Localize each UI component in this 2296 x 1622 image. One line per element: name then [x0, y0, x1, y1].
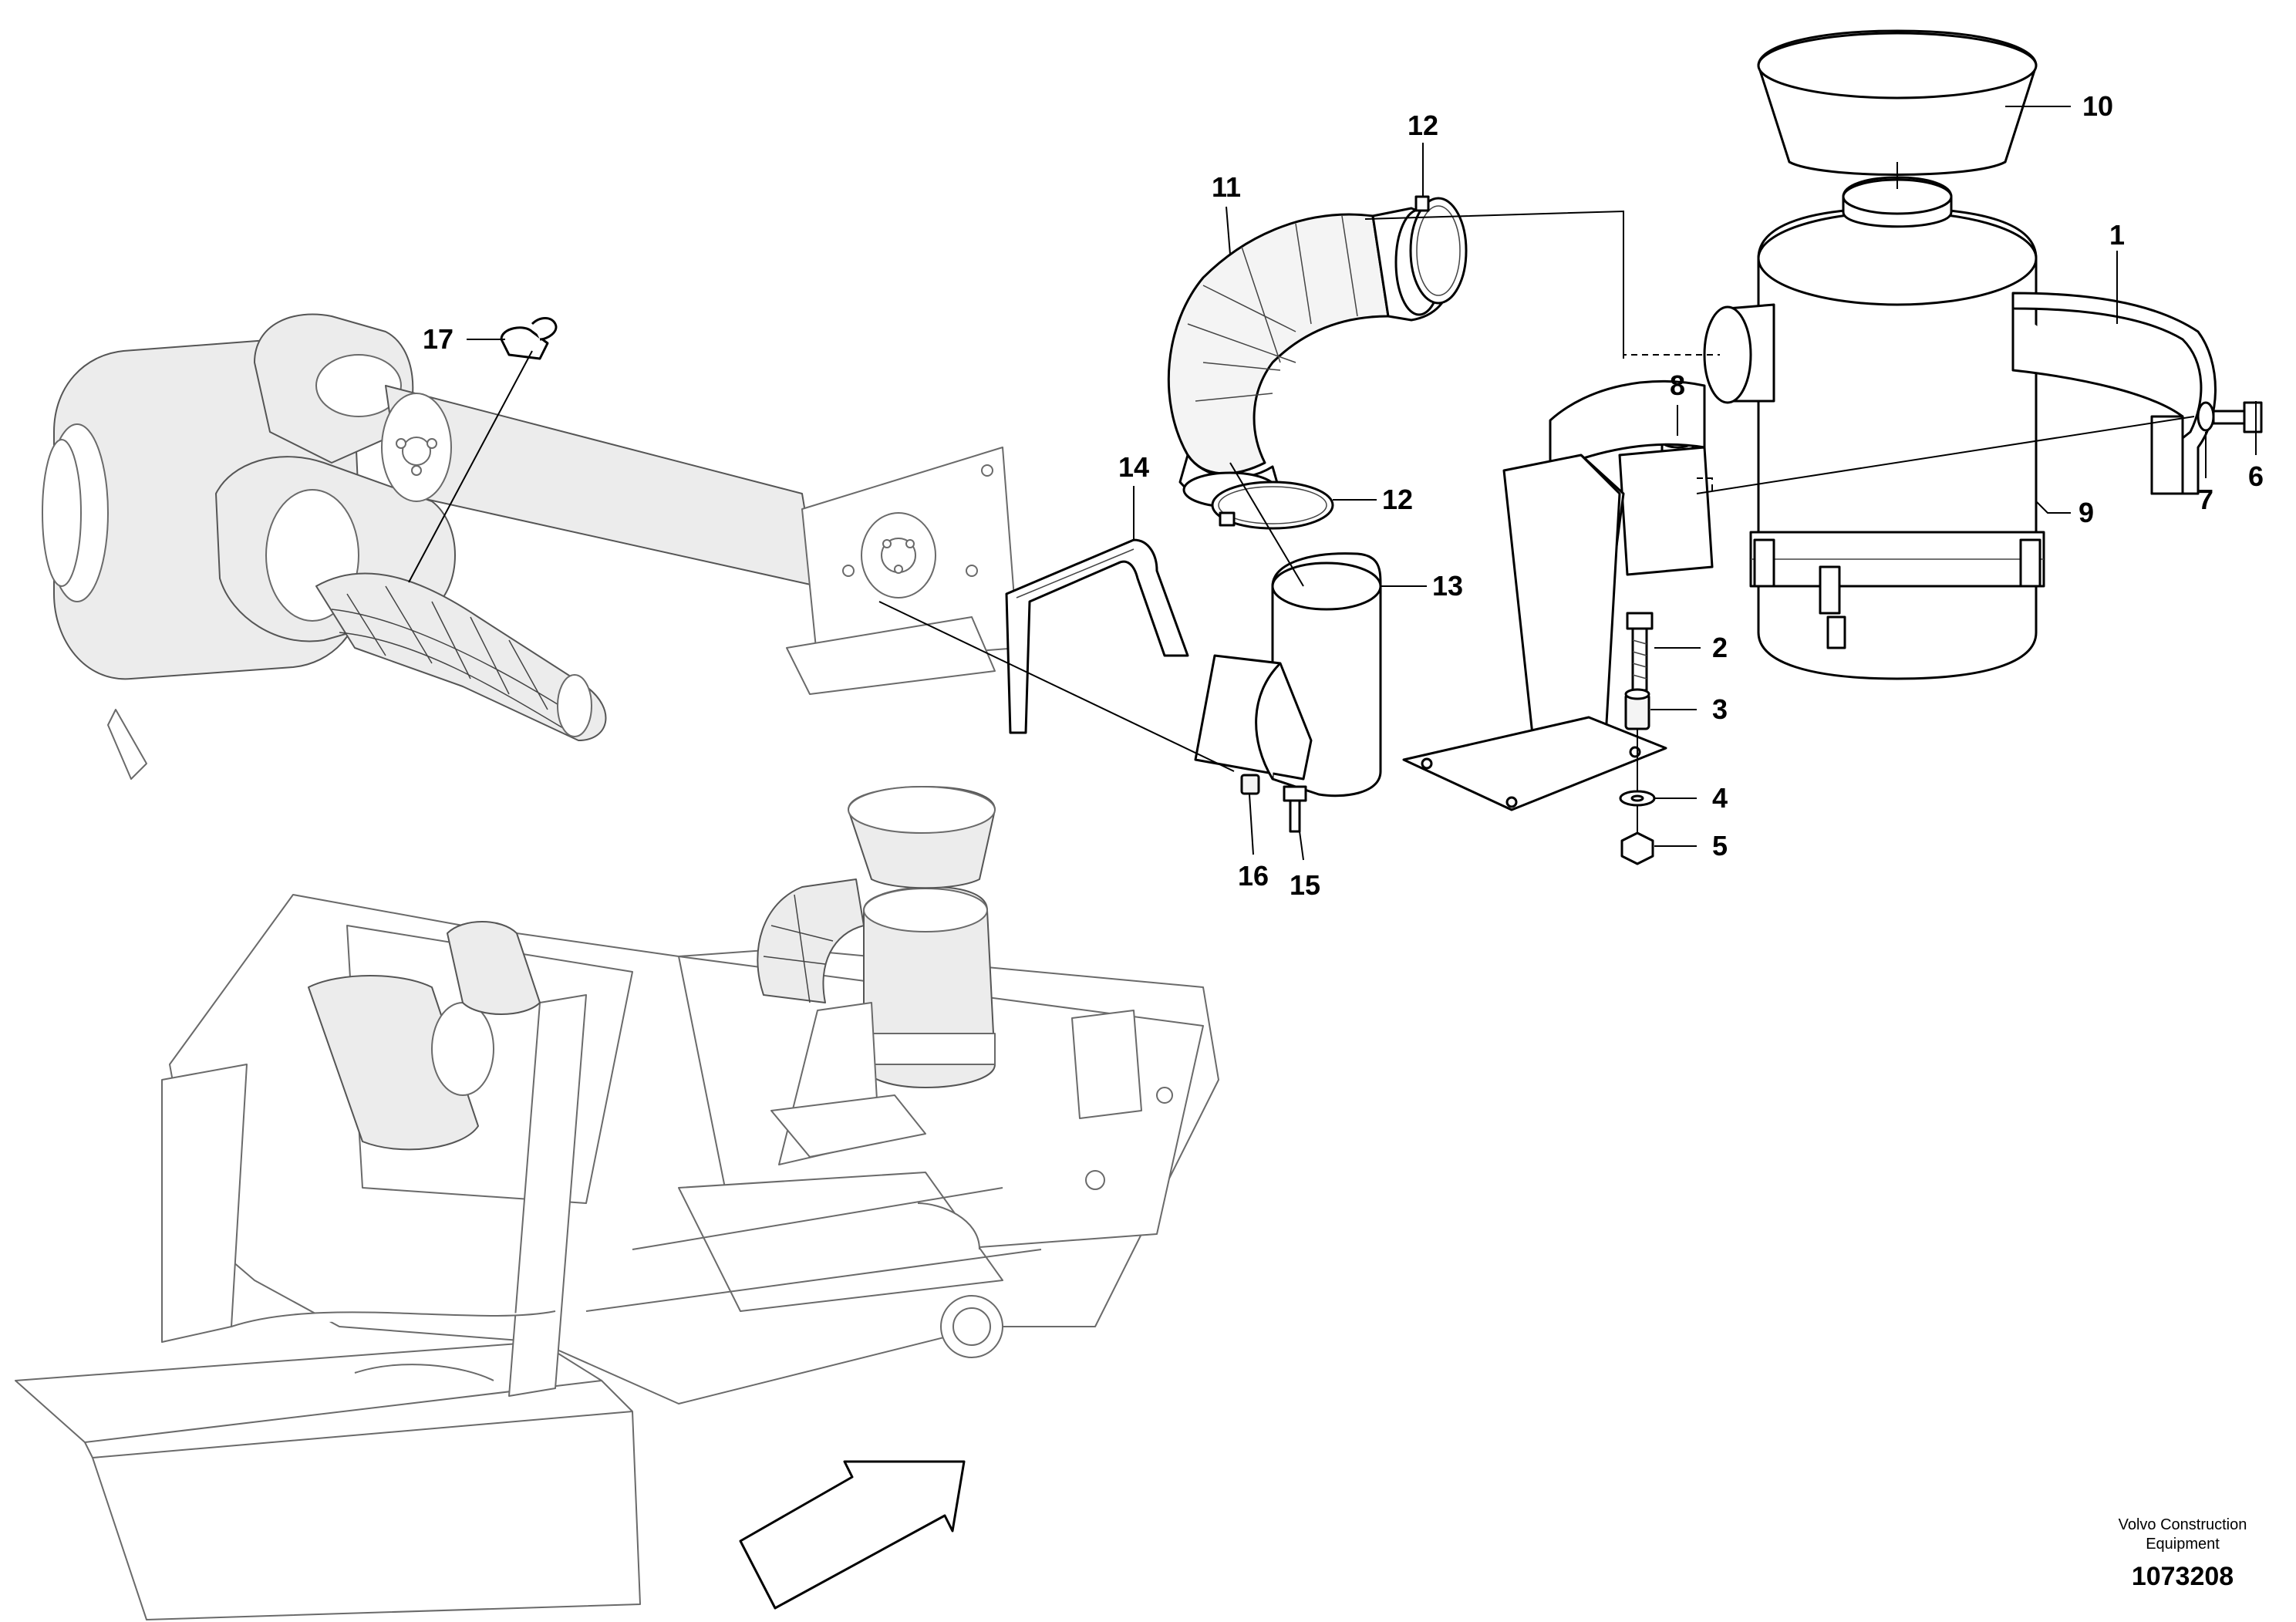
part-14-seal-strip	[1005, 538, 1189, 734]
direction-arrow	[739, 1460, 966, 1610]
intake-assembly-overview	[42, 313, 1019, 780]
callout-15: 15	[1290, 869, 1320, 901]
callout-16: 16	[1238, 860, 1269, 892]
frame-assembly-overview	[15, 786, 1219, 1620]
part-5-nut	[1620, 831, 1654, 865]
callout-12-upper: 12	[1408, 110, 1438, 141]
part-12-lower-clamp	[1211, 481, 1334, 530]
part-11-caged-hose	[1167, 207, 1451, 509]
part-12-upper-clamp	[1409, 195, 1468, 305]
callout-8: 8	[1670, 369, 1685, 401]
part-9-filter-housing	[1703, 176, 2045, 680]
part-15-bolt	[1283, 785, 1307, 833]
part-2-bolt	[1626, 612, 1654, 692]
callout-labels: 1 2 3 4 5 6 7 8 9 10 11 12 12 13 14 15 1…	[423, 90, 2264, 901]
callout-11: 11	[1212, 171, 1241, 203]
callout-17: 17	[423, 323, 453, 355]
callout-13: 13	[1432, 570, 1463, 602]
part-16-spacer	[1240, 774, 1260, 795]
part-6-bolt	[2212, 401, 2263, 433]
drawing-number: 1073208	[2132, 1562, 2234, 1591]
part-4-washer	[1619, 790, 1656, 807]
callout-5: 5	[1712, 830, 1728, 862]
credit-line-1: Volvo Construction	[2119, 1516, 2247, 1533]
part-3-spacer	[1624, 688, 1650, 730]
callout-3: 3	[1712, 693, 1728, 725]
credit-line-2: Equipment	[2146, 1536, 2220, 1553]
callout-2: 2	[1712, 632, 1728, 663]
part-13-elbow-pipe	[1194, 552, 1382, 798]
callout-1: 1	[2109, 219, 2125, 251]
title-block: Volvo Construction Equipment 1073208	[2119, 1516, 2247, 1591]
callout-12-lower: 12	[1382, 484, 1413, 515]
callout-9: 9	[2079, 497, 2094, 528]
callout-10: 10	[2082, 90, 2113, 122]
callout-6: 6	[2248, 460, 2264, 492]
mounting-bracket	[1402, 379, 1714, 811]
callout-14: 14	[1118, 451, 1149, 483]
leader-lines	[408, 106, 2257, 861]
part-17-sensor	[500, 317, 558, 360]
part-1-strap-band	[2011, 292, 2217, 495]
part-7-washer	[2197, 401, 2215, 432]
callout-7: 7	[2198, 484, 2213, 515]
callout-4: 4	[1712, 782, 1728, 814]
part-10-cap	[1757, 29, 2038, 176]
